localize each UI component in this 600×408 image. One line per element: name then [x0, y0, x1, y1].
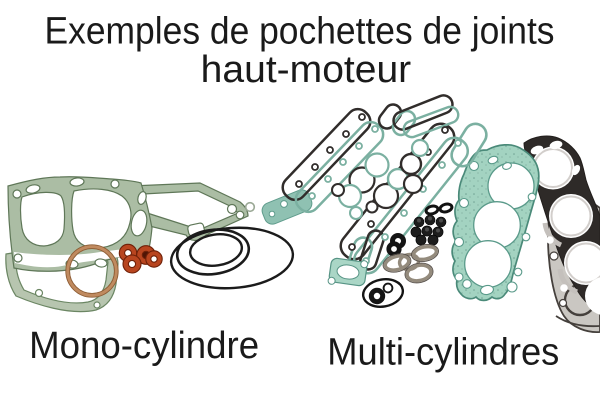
svg-text:Multi-cylindres: Multi-cylindres — [327, 331, 559, 373]
svg-text:Mono-cylindre: Mono-cylindre — [29, 325, 259, 367]
svg-text:haut-moteur: haut-moteur — [201, 49, 412, 91]
svg-text:Exemples de pochettes de joint: Exemples de pochettes de joints — [45, 11, 555, 53]
